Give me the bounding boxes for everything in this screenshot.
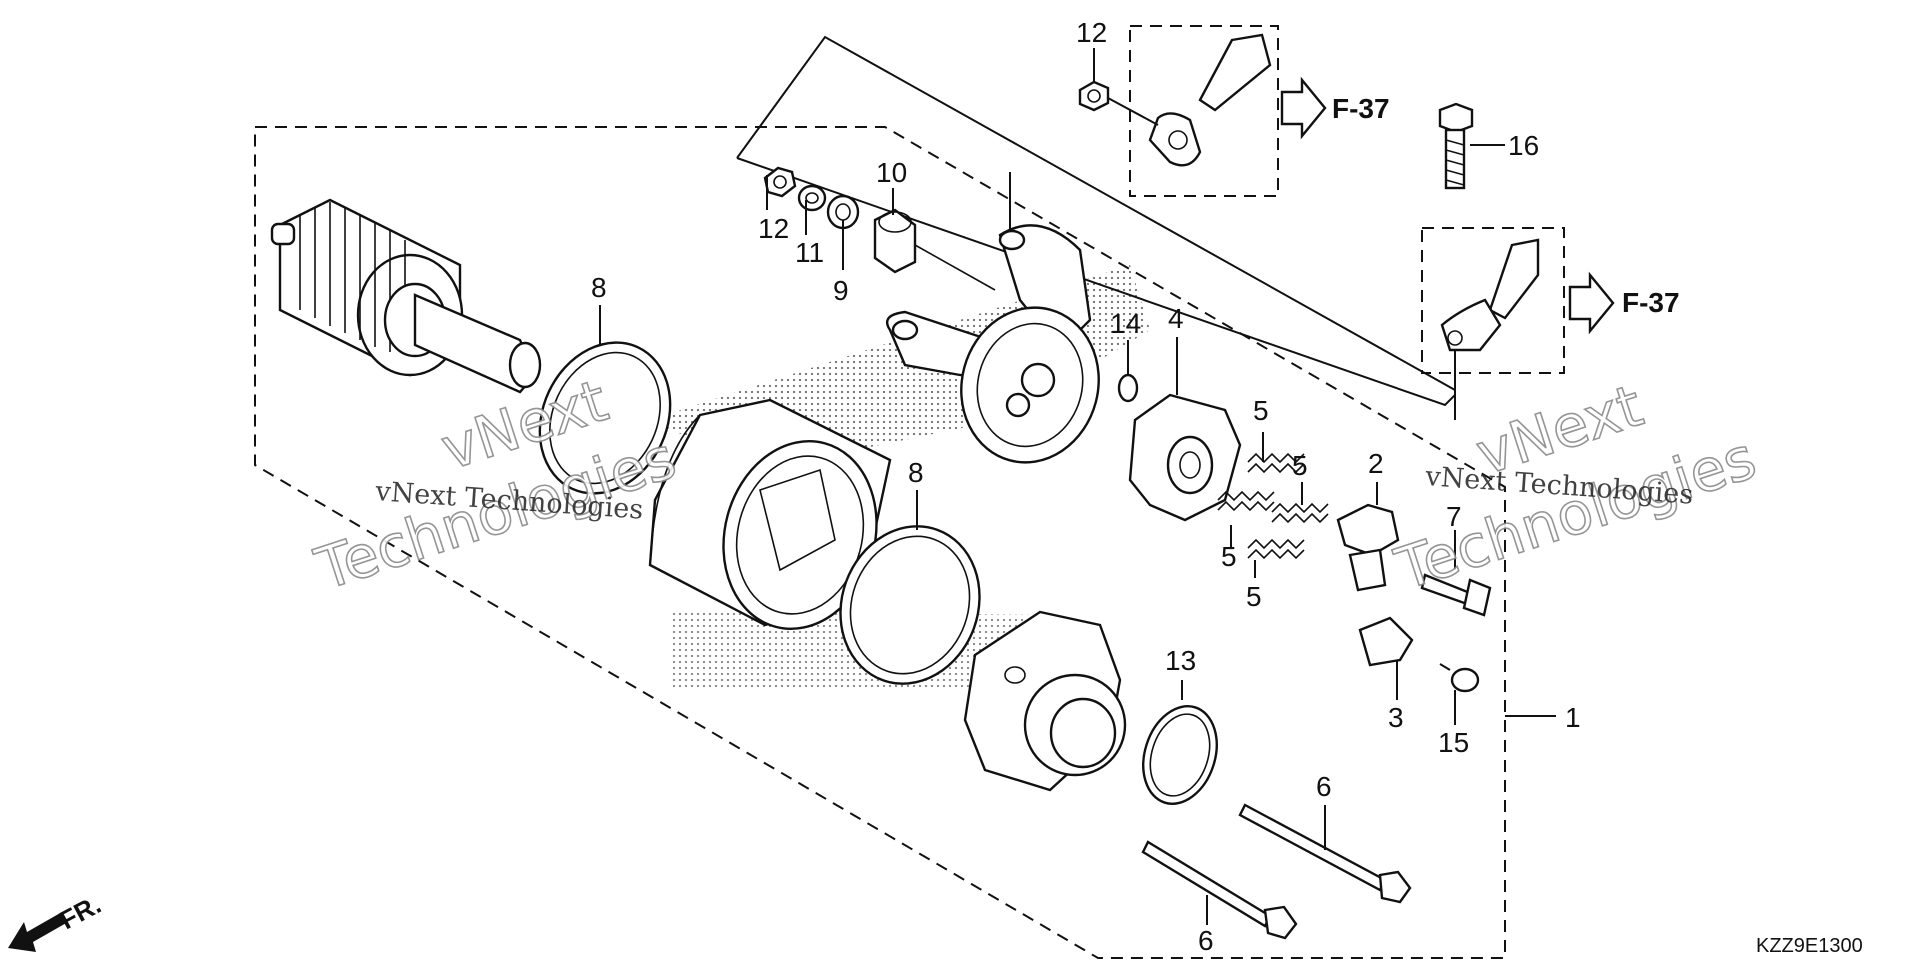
callout-1: 1 — [1565, 702, 1581, 733]
spring-5-parts — [1217, 452, 1329, 560]
rear-cover-part — [963, 610, 1127, 792]
brush-holder-part — [1128, 393, 1242, 522]
callout-5-d: 5 — [1246, 581, 1262, 612]
o-ring-13-part — [1142, 705, 1218, 805]
washer-9-part — [826, 194, 860, 230]
nut-12-upper-part — [1078, 80, 1110, 112]
bolt-16-part — [1438, 102, 1474, 190]
screw-7-part — [1420, 573, 1492, 617]
cable-terminal-right-box — [1421, 227, 1565, 374]
callout-12-b: 12 — [1076, 17, 1107, 48]
callout-10: 10 — [876, 157, 907, 188]
insulator-3-part — [1358, 616, 1414, 667]
callout-12-a: 12 — [758, 213, 789, 244]
callout-4: 4 — [1168, 303, 1184, 334]
armature-part — [270, 198, 542, 394]
callout-15: 15 — [1438, 727, 1469, 758]
assembly-outline-dashed — [254, 126, 1506, 959]
o-ring-14-part — [1117, 373, 1139, 403]
ref-arrow-right — [1568, 271, 1615, 335]
front-arrow-icon — [8, 912, 68, 952]
long-bolt-6-lower-part — [1141, 840, 1298, 940]
washer-11-part — [797, 184, 827, 212]
callout-3: 3 — [1388, 702, 1404, 733]
callout-6-b: 6 — [1198, 925, 1214, 956]
callout-8-b: 8 — [908, 457, 924, 488]
diagram-code: KZZ9E1300 — [1756, 935, 1863, 957]
motor-case-part — [648, 398, 892, 630]
callout-5-a: 5 — [1253, 395, 1269, 426]
ref-arrow-top — [1280, 76, 1327, 140]
callout-14: 14 — [1110, 308, 1141, 339]
front-direction-indicator: FR. — [8, 889, 106, 952]
front-cover-part — [885, 224, 1100, 464]
callout-9: 9 — [833, 275, 849, 306]
callouts: 1 2 3 4 5 5 5 5 6 6 7 8 8 9 10 11 12 12 … — [591, 17, 1581, 956]
callout-5-c: 5 — [1221, 541, 1237, 572]
nut-12-part — [763, 166, 797, 198]
reference-label-top: F-37 — [1332, 93, 1390, 124]
callout-7: 7 — [1446, 501, 1462, 532]
callout-11: 11 — [795, 237, 824, 268]
screw-15-part — [1439, 663, 1480, 693]
reference-label-right: F-37 — [1622, 287, 1680, 318]
callout-13: 13 — [1165, 645, 1196, 676]
brush-terminal-2-part — [1336, 503, 1400, 592]
o-ring-upper-part — [538, 341, 672, 495]
bushing-10-part — [873, 208, 996, 291]
callout-5-b: 5 — [1292, 450, 1308, 481]
leader-lines — [599, 48, 1556, 925]
long-bolt-6-upper-part — [1238, 803, 1412, 904]
cable-terminal-right — [1440, 238, 1540, 352]
front-label: FR. — [55, 889, 106, 935]
callout-2: 2 — [1368, 448, 1384, 479]
cable-terminal-upper — [1107, 33, 1272, 167]
o-ring-lower-part — [839, 525, 981, 685]
callout-8-a: 8 — [591, 272, 607, 303]
callout-6-a: 6 — [1316, 771, 1332, 802]
callout-16: 16 — [1508, 130, 1539, 161]
